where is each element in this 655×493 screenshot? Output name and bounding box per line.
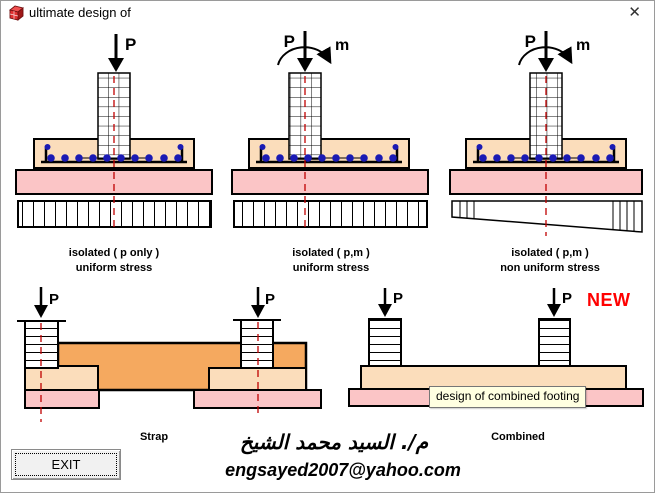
rebar-dots bbox=[479, 154, 614, 162]
left-load-arrow bbox=[34, 287, 48, 318]
new-badge: NEW bbox=[587, 290, 631, 310]
caption-line1: isolated ( p,m ) bbox=[511, 247, 589, 259]
moment-arrow bbox=[277, 46, 332, 66]
caption-isolated-pm-uniform: isolated ( p,m ) uniform stress bbox=[251, 246, 411, 276]
caption-strap: Strap bbox=[139, 431, 169, 443]
load-arrow bbox=[108, 34, 124, 72]
right-load-label: P bbox=[562, 290, 572, 307]
caption-isolated-p: isolated ( p only ) uniform stress bbox=[34, 246, 194, 276]
strap-diagram: P P bbox=[17, 287, 322, 422]
isolated-p-diagram: P bbox=[15, 34, 213, 232]
isolated-pm-uniform-diagram: P m bbox=[231, 31, 429, 232]
caption-isolated-pm-nonuniform: isolated ( p,m ) non uniform stress bbox=[470, 246, 630, 276]
footing bbox=[248, 138, 410, 169]
left-soil-block bbox=[24, 389, 100, 409]
isolated-pm-nonuniform-diagram: P m bbox=[449, 31, 643, 236]
left-footing bbox=[24, 365, 99, 391]
rebar bbox=[41, 144, 187, 164]
soil-block bbox=[231, 169, 429, 195]
right-column bbox=[240, 319, 274, 369]
right-load-arrow bbox=[547, 288, 561, 317]
right-load-label: P bbox=[265, 291, 275, 308]
load-label: P bbox=[525, 32, 536, 51]
combined-footing-tooltip: design of combined footing bbox=[429, 386, 587, 408]
moment-label: m bbox=[335, 37, 349, 54]
app-cube-icon bbox=[8, 5, 24, 21]
uniform-stress-block bbox=[233, 200, 428, 228]
right-load-arrow bbox=[251, 287, 265, 318]
moment-label: m bbox=[576, 37, 590, 54]
left-column bbox=[368, 318, 402, 367]
author-email: engsayed2007@yahoo.com bbox=[225, 460, 461, 480]
caption-line1: isolated ( p only ) bbox=[68, 247, 160, 259]
rebar-dots bbox=[262, 154, 397, 162]
caption-line2: uniform stress bbox=[75, 262, 153, 274]
author-name-arabic: م/. السيد محمد الشيخ bbox=[239, 430, 429, 454]
left-load-arrow bbox=[378, 288, 392, 317]
window-title: ultimate design of bbox=[29, 5, 131, 20]
load-arrow bbox=[297, 31, 313, 72]
right-column bbox=[538, 318, 571, 367]
load-label: P bbox=[284, 32, 295, 51]
moment-arrow bbox=[518, 46, 573, 66]
load-arrow bbox=[538, 31, 554, 72]
title-bar: ultimate design of ✕ bbox=[1, 1, 654, 25]
caption-combined: Combined bbox=[491, 431, 545, 443]
caption-line1: isolated ( p,m ) bbox=[292, 247, 370, 259]
close-icon[interactable]: ✕ bbox=[628, 4, 641, 21]
rebar bbox=[473, 144, 619, 164]
left-load-label: P bbox=[49, 291, 59, 308]
load-label: P bbox=[125, 35, 136, 54]
trapezoid-stress-block bbox=[451, 200, 643, 233]
left-load-label: P bbox=[393, 290, 403, 307]
rebar-dots bbox=[47, 154, 182, 162]
caption-line2: non uniform stress bbox=[500, 262, 600, 274]
exit-button[interactable]: EXIT bbox=[11, 449, 121, 480]
caption-line2: uniform stress bbox=[292, 262, 370, 274]
